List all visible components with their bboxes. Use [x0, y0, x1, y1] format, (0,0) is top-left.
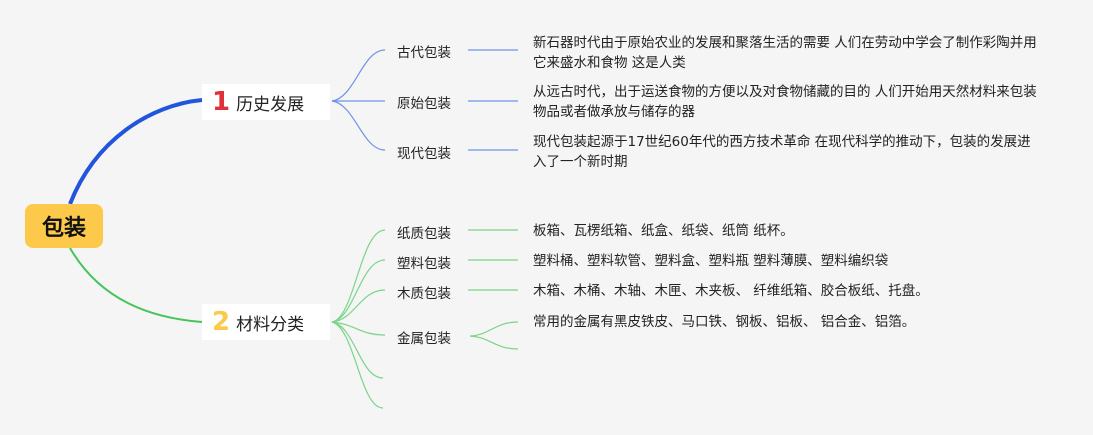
desc-wood: 木箱、木桶、木轴、木匣、木夹板、 纤维纸箱、胶合板纸、托盘。 — [533, 283, 929, 299]
desc-plastic: 塑料桶、塑料软管、塑料盒、塑料瓶 塑料薄膜、塑料编织袋 — [533, 253, 889, 269]
connector-history-modern — [331, 100, 386, 151]
node-ancient[interactable]: 古代包装 — [397, 45, 451, 61]
link-metal-empty — [469, 335, 519, 350]
node-primitive[interactable]: 原始包装 — [397, 96, 451, 112]
branch-label-materials: 材料分类 — [236, 314, 305, 335]
node-plastic[interactable]: 塑料包装 — [397, 256, 451, 272]
branch-number-1: 1 — [212, 87, 231, 117]
link-metal-desc — [469, 321, 519, 337]
desc-metal: 常用的金属有黑皮铁皮、马口铁、钢板、铝板、 铝合金、铝箔。 — [533, 314, 916, 330]
desc-modern: 现代包装起源于17世纪60年代的西方技术革命 在现代科学的推动下，包装的发展进入… — [533, 134, 1031, 170]
connector-root-history — [68, 98, 203, 205]
branch-number-2: 2 — [212, 307, 231, 337]
root-node[interactable]: 包装 — [25, 204, 103, 248]
connector-materials-plastic — [331, 259, 386, 323]
connector-materials-wood — [331, 289, 386, 323]
connector-root-materials — [69, 247, 203, 323]
branch-history[interactable]: 1 历史发展 — [202, 84, 330, 120]
node-paper[interactable]: 纸质包装 — [397, 226, 451, 242]
connector-materials-empty-1 — [331, 321, 384, 379]
node-modern[interactable]: 现代包装 — [397, 146, 451, 162]
connector-history-ancient — [331, 49, 386, 102]
node-metal[interactable]: 金属包装 — [397, 331, 451, 347]
connector-materials-paper — [331, 229, 386, 323]
node-wood[interactable]: 木质包装 — [397, 286, 451, 302]
root-label: 包装 — [41, 216, 86, 241]
desc-paper: 板箱、瓦楞纸箱、纸盒、纸袋、纸筒 纸杯。 — [533, 223, 794, 239]
desc-primitive: 从远古时代，出于运送食物的方便以及对食物储藏的目的 人们开始用天然材料来包装物品… — [533, 84, 1037, 120]
connector-materials-empty-2 — [331, 321, 384, 409]
connector-materials-metal — [331, 321, 386, 336]
desc-ancient: 新石器时代由于原始农业的发展和聚落生活的需要 人们在劳动中学会了制作彩陶并用它来… — [533, 35, 1037, 71]
branch-materials[interactable]: 2 材料分类 — [202, 304, 330, 340]
branch-label-history: 历史发展 — [236, 94, 305, 115]
